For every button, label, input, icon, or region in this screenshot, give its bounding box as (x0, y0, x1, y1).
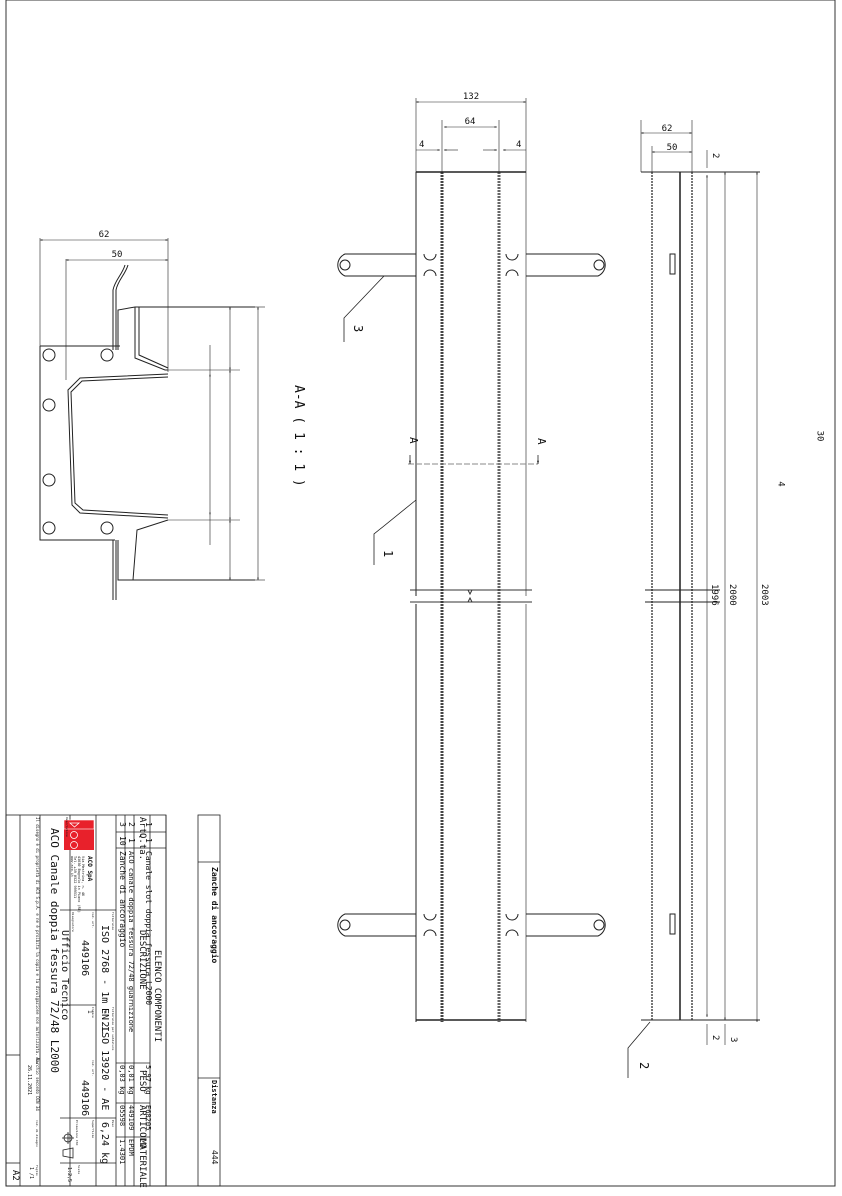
title-block-text: Zanche di ancoraggio Distanza 444 ELENCO… (10, 817, 220, 1188)
scale-label: Scala (77, 1165, 81, 1174)
bom-qty: 10 (118, 836, 127, 846)
weight-label: Peso (111, 1120, 115, 1127)
balloon-3: 3 (351, 325, 365, 332)
projection-label: Proiezione ISO (75, 1120, 79, 1145)
distance-label: Distanza (210, 1080, 218, 1114)
section-marker-left: A (407, 437, 420, 444)
format-value: A2 (10, 1170, 20, 1181)
distance-value: 444 (210, 1150, 219, 1165)
bom-weight: 0,01 kg (127, 1065, 135, 1095)
bom-desc: Canale slot doppia fessura L2000 (144, 851, 153, 1005)
drawing-title: ACO Canale doppia fessura 72/48 L2000 (48, 828, 61, 1073)
bom-row-1: 1 1 Canale slot doppia fessura L2000 5,9… (144, 822, 153, 1130)
company-address-3: Tel. +39 0522 999511 (73, 856, 77, 898)
dim-64-top: 64 (465, 117, 476, 127)
bom-material: EPDM (127, 1139, 135, 1156)
bom-art: 3 (118, 822, 127, 827)
dim-2003: 2003 (759, 584, 769, 606)
top-view (337, 98, 606, 1022)
bom-col-desc: DESCRIZIONE (137, 930, 147, 990)
extra-header-label: Zanche di ancoraggio (210, 867, 220, 964)
dim-2-bottom: 2 (710, 1035, 720, 1040)
dim-50-side: 50 (667, 143, 678, 153)
balloon-1: 1 (381, 550, 395, 557)
scale-value: 1:2,5 (66, 1167, 72, 1182)
bom-art: 2 (127, 822, 136, 827)
dim-3-bottom: 3 (728, 1037, 738, 1042)
dim-50: 50 (112, 250, 123, 260)
balloon-2: 2 (637, 1062, 651, 1069)
sheet-label: Foglio (35, 1165, 39, 1176)
company-address-4: www.aco.it (70, 856, 74, 877)
dim-2-top: 2 (710, 153, 720, 158)
bom-row-2: 2 1 ACO canale doppia fessura 72/48 guar… (127, 822, 136, 1156)
designer-value: Ufficio Tecnico (59, 930, 70, 1020)
surface-label: Superficie (91, 1120, 95, 1138)
bom-col-weight: PESO (137, 1070, 147, 1092)
bom-row-3: 3 10 Zanche di ancoraggio 0,03 kg 05598 … (118, 822, 127, 1164)
bom-col-code: ARTICOLO (137, 1105, 147, 1148)
code-value: 449106 (79, 940, 90, 976)
weight-value: 6,24 kg (99, 1122, 110, 1164)
bom-weight: 0,03 kg (118, 1065, 126, 1095)
designer-label: Disegnatore (71, 912, 75, 932)
company-name: ACO SpA (86, 856, 93, 882)
bom-desc: Zanche di ancoraggio (118, 851, 127, 948)
welding-tolerance-value: EN ISO 13920 - AE (99, 1008, 110, 1110)
index-value: 1 (86, 1010, 93, 1014)
index-label: Indice (91, 1007, 95, 1018)
tolerance-value: ISO 2768 - 1m - 2L (99, 925, 110, 1033)
sheet-value: 1 /1 (28, 1167, 34, 1179)
section-label: A-A ( 1 : 1 ) (291, 385, 306, 487)
dim-62: 62 (99, 230, 110, 240)
drawing-no-label: Cod. di disegno (35, 1120, 39, 1147)
bom-qty: 1 (127, 838, 136, 843)
dim-30-top: 30 (814, 431, 824, 442)
dim-4-right: 4 (516, 140, 521, 150)
bom-code: E68205 (144, 1105, 152, 1130)
dim-1996: 1996 (709, 584, 719, 606)
bom-qty: 1 (144, 838, 153, 843)
dim-4-left: 4 (419, 140, 424, 150)
date-label: Data (35, 1057, 39, 1064)
bom-col-art: Art. (137, 817, 147, 839)
bom-art: 1 (144, 822, 153, 827)
section-marker-right: A (535, 438, 548, 445)
welding-tolerance-label: Tolleranze per saldature (111, 1007, 115, 1051)
code2-label: Cod. art. (91, 1060, 95, 1076)
title-label: Descrizione (65, 817, 69, 837)
code2-value: 449106 (79, 1080, 90, 1116)
top-view-labels: 132 64 4 4 3 1 A A (351, 92, 548, 557)
copyright-notice: Il disegno è di proprietà di ACO S.p.A. … (35, 817, 40, 1111)
side-view-labels: 62 50 2 1996 2000 2003 2 3 2 (637, 124, 769, 1069)
bom-col-qty: Q.ta. (137, 833, 147, 860)
bom-title: ELENCO COMPONENTI (152, 950, 162, 1042)
section-view-a-a (39, 238, 265, 600)
title-block (5, 814, 221, 1187)
dim-132-top: 132 (463, 92, 479, 102)
side-view (627, 120, 760, 1078)
company-address-1: Via Mestrina, n. 46 (81, 856, 85, 896)
dim-2000: 2000 (727, 584, 737, 606)
date-value: 26.11.2021 (26, 1065, 32, 1095)
bom-col-material: MATERIALE (137, 1139, 147, 1188)
tolerance-label: Tolleranze (111, 912, 115, 930)
bom-material: 1.4301 (118, 1139, 126, 1164)
bom-code: 05598 (118, 1105, 126, 1126)
section-view-dimensions: 62 50 30 4 64 72 132 4 30 A-A ( 1 : 1 ) (99, 230, 825, 487)
bom-desc: ACO canale doppia fessura 72/48 guarnizi… (127, 851, 135, 1032)
dim-4-top: 4 (776, 481, 786, 486)
dim-62-side: 62 (662, 124, 673, 134)
code-label: Cod. art. (91, 912, 95, 928)
company-address-2: 43030 Bagnolo in Piano (RE) (77, 856, 81, 913)
bom-code: 449109 (127, 1105, 135, 1130)
bom-weight: 5,97 kg (144, 1065, 152, 1095)
